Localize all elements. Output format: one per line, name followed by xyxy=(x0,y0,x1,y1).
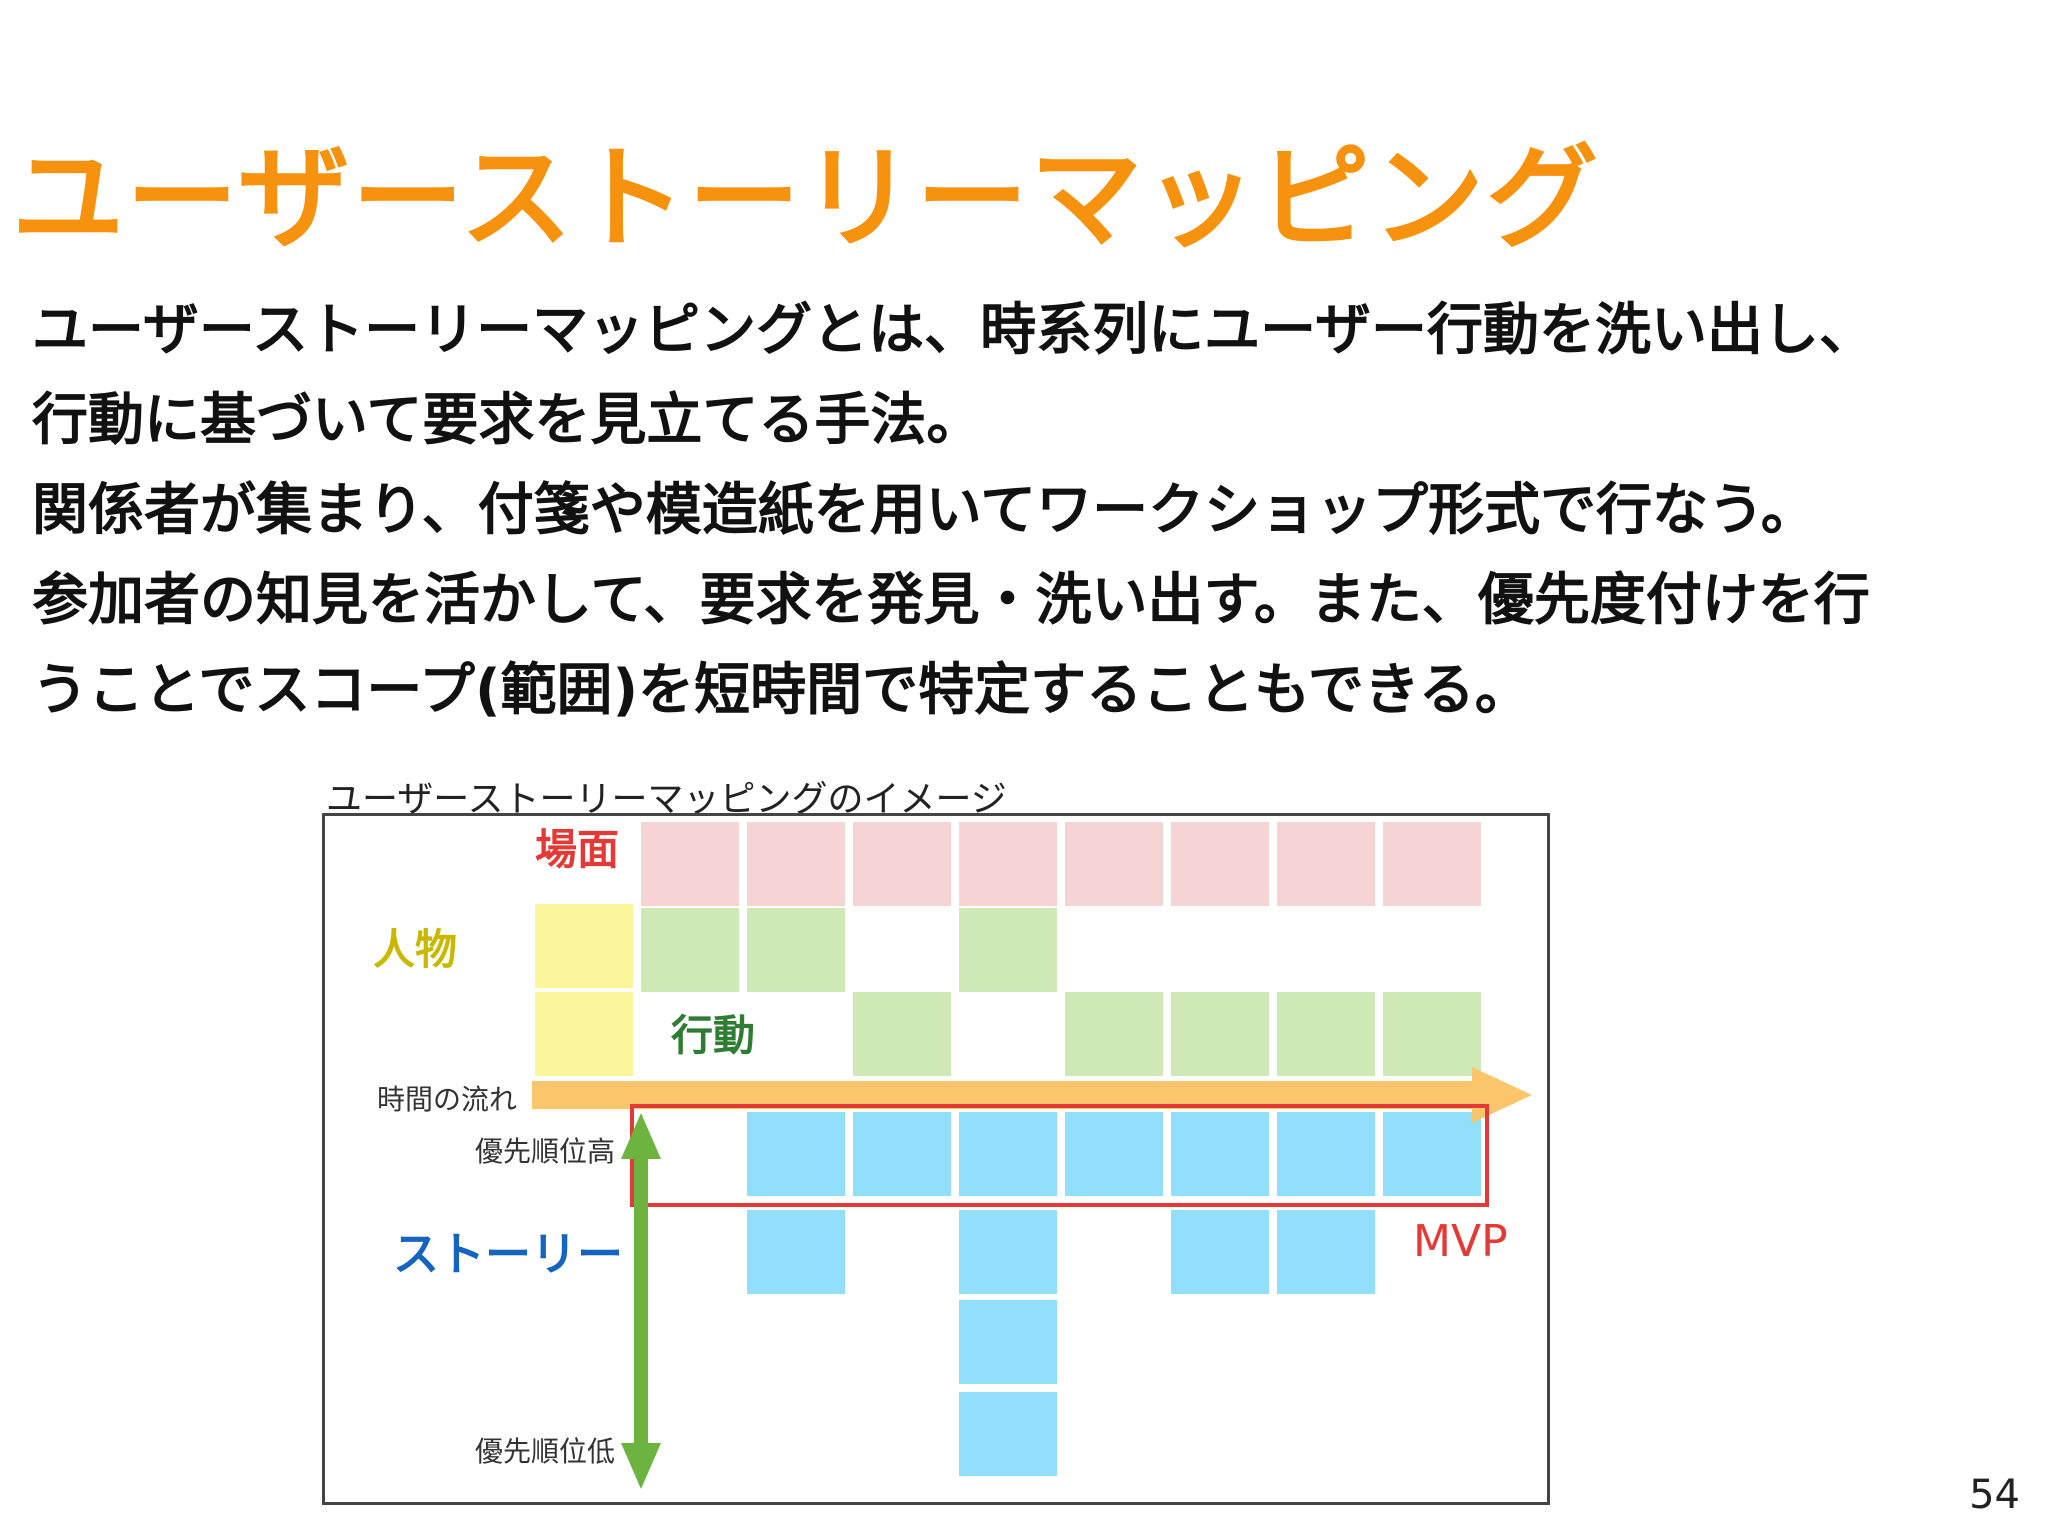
priority-high-label: 優先順位高 xyxy=(475,1135,616,1168)
page-number: 54 xyxy=(1969,1472,2020,1518)
action-card xyxy=(641,908,739,992)
slide-paragraph: ユーザーストーリーマッピングとは、時系列にユーザー行動を洗い出し、 行動に基づい… xyxy=(32,286,2022,736)
story-label: ストーリー xyxy=(393,1227,623,1281)
person-card xyxy=(535,992,633,1076)
priority-arrow-up-head xyxy=(621,1113,661,1159)
action-card xyxy=(853,992,951,1076)
scene-card xyxy=(641,822,739,906)
action-card xyxy=(1171,992,1269,1076)
scene-label: 場面 xyxy=(535,825,620,874)
story-card xyxy=(1171,1112,1269,1196)
story-card xyxy=(959,1210,1057,1294)
story-card xyxy=(1065,1112,1163,1196)
time-flow-arrow xyxy=(532,1067,1532,1123)
scene-card xyxy=(853,822,951,906)
story-card xyxy=(747,1112,845,1196)
action-label: 行動 xyxy=(671,1011,756,1060)
mvp-frame xyxy=(630,1104,1489,1207)
scene-card xyxy=(959,822,1057,906)
time-flow-label: 時間の流れ xyxy=(377,1083,518,1116)
story-card xyxy=(1277,1112,1375,1196)
story-card xyxy=(747,1210,845,1294)
action-card xyxy=(959,908,1057,992)
scene-card xyxy=(1277,822,1375,906)
priority-arrow-down-head xyxy=(621,1443,661,1489)
diagram-arrows xyxy=(532,1067,1532,1489)
mvp-label: MVP xyxy=(1413,1216,1508,1267)
scene-card xyxy=(1383,822,1481,906)
story-card xyxy=(959,1392,1057,1476)
scene-card xyxy=(1171,822,1269,906)
action-card xyxy=(1277,992,1375,1076)
scene-card xyxy=(747,822,845,906)
action-card xyxy=(747,908,845,992)
person-card xyxy=(535,904,633,988)
scene-card xyxy=(1065,822,1163,906)
story-card xyxy=(1277,1210,1375,1294)
paragraph-line: 参加者の知見を活かして、要求を発見・洗い出す。また、優先度付けを行 xyxy=(32,568,1870,633)
story-card xyxy=(1171,1210,1269,1294)
paragraph-line: 行動に基づいて要求を見立てる手法。 xyxy=(32,388,983,453)
person-label: 人物 xyxy=(373,925,458,974)
paragraph-line: うことでスコープ(範囲)を短時間で特定することもできる。 xyxy=(32,658,1531,723)
action-card xyxy=(1383,992,1481,1076)
story-card xyxy=(959,1300,1057,1384)
story-card xyxy=(959,1112,1057,1196)
priority-low-label: 優先順位低 xyxy=(475,1435,616,1468)
paragraph-line: ユーザーストーリーマッピングとは、時系列にユーザー行動を洗い出し、 xyxy=(32,298,1875,363)
story-card xyxy=(853,1112,951,1196)
story-card xyxy=(1383,1112,1481,1196)
action-card xyxy=(1065,992,1163,1076)
slide-title: ユーザーストーリーマッピング xyxy=(12,134,1601,264)
paragraph-line: 関係者が集まり、付箋や模造紙を用いてワークショップ形式で行なう。 xyxy=(32,478,1817,543)
story-map-diagram: 場面 人物 行動 時間の流れ 優先順位高 ストーリー MVP 優先順位低 xyxy=(322,813,1550,1505)
